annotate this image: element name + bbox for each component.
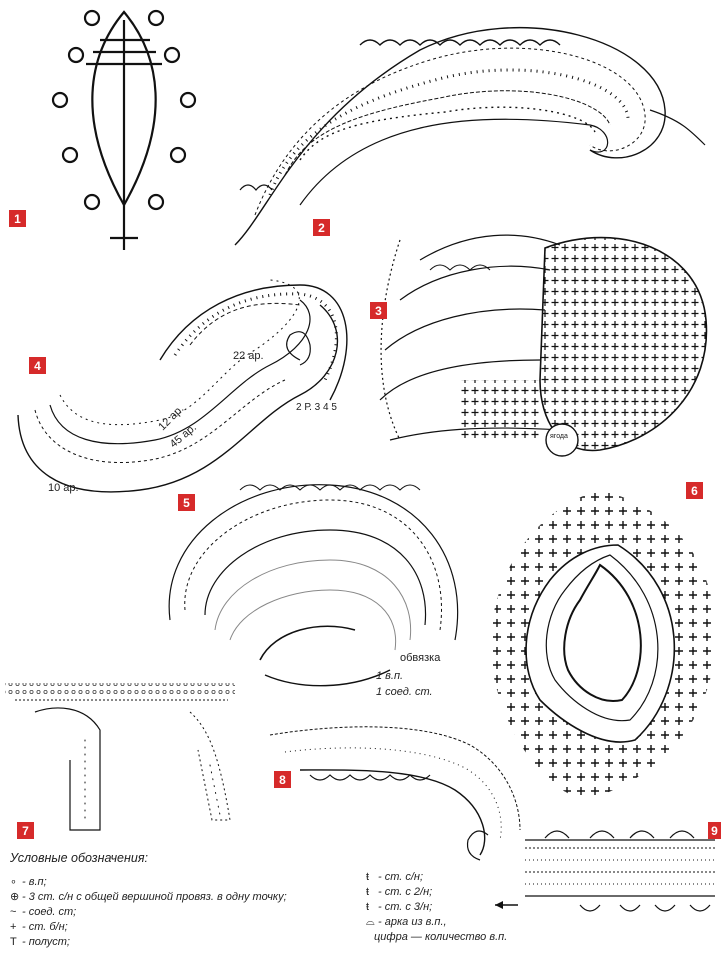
legend-symbol: ⌓ xyxy=(366,915,378,930)
legend-item: ∘- в.п; xyxy=(10,875,287,890)
legend-item: ŧ- ст. с/н; xyxy=(366,870,507,885)
legend-symbol: ŧ xyxy=(366,885,378,900)
figure-4-strip xyxy=(18,280,347,492)
legend-item: ŧ- ст. с 2/н; xyxy=(366,885,507,900)
figure-number-badge: 1 xyxy=(9,210,26,227)
legend-text: - арка из в.п., xyxy=(378,916,447,928)
figure-4-label-22: 22 ар. xyxy=(233,350,264,362)
legend-text: - полуст; xyxy=(22,936,70,948)
figure-4-label-10: 10 ар. xyxy=(48,482,79,494)
legend-text: - ст. б/н; xyxy=(22,921,68,933)
legend-text: цифра — количество в.п. xyxy=(374,931,507,943)
figure-9-block xyxy=(495,831,715,911)
figure-3-berry xyxy=(380,235,706,456)
legend-symbol: ⊕ xyxy=(10,890,22,905)
figure-8-strip xyxy=(270,727,520,860)
legend-item: ⌓- арка из в.п., xyxy=(366,915,507,930)
legend-symbol: ŧ xyxy=(366,870,378,885)
figure-number-badge: 8 xyxy=(274,771,291,788)
legend-right: ŧ- ст. с/н; ŧ- ст. с 2/н; ŧ- ст. с 3/н; … xyxy=(366,870,507,945)
figure-5-trim-line-2: 1 соед. ст. xyxy=(376,686,433,698)
legend-symbol: + xyxy=(10,920,22,935)
figure-number-badge: 3 xyxy=(370,302,387,319)
figure-number-badge: 9 xyxy=(708,822,721,839)
figure-number-badge: 2 xyxy=(313,219,330,236)
legend-item: T- полуст; xyxy=(10,935,287,950)
legend-text: - соед. ст; xyxy=(22,906,76,918)
figure-number-badge: 7 xyxy=(17,822,34,839)
figure-2-paisley xyxy=(235,28,705,245)
figure-5-trim-label: обвязка xyxy=(400,652,440,664)
legend-left: Условные обозначения: ∘- в.п; ⊕- 3 ст. с… xyxy=(10,851,287,950)
legend-item: +- ст. б/н; xyxy=(10,920,287,935)
legend-symbol: ŧ xyxy=(366,900,378,915)
legend-item: цифра — количество в.п. xyxy=(366,930,507,945)
figure-3-berry-label: ягода xyxy=(550,433,568,440)
legend-item: ⊕- 3 ст. с/н с общей вершиной провяз. в … xyxy=(10,890,287,905)
figure-number-badge: 4 xyxy=(29,357,46,374)
figure-1-leaf xyxy=(53,11,195,250)
figure-6-leaf xyxy=(490,490,715,800)
legend-symbol: ~ xyxy=(10,905,22,920)
figure-5-trim-line-1: 1 в.п. xyxy=(376,670,403,682)
legend-text: - ст. с 3/н; xyxy=(378,901,432,913)
legend-text: - в.п; xyxy=(22,876,47,888)
legend-text: - 3 ст. с/н с общей вершиной провяз. в о… xyxy=(22,891,287,903)
figure-7-chain xyxy=(5,683,235,830)
legend-item: ~- соед. ст; xyxy=(10,905,287,920)
legend-text: - ст. с/н; xyxy=(378,871,423,883)
figure-number-badge: 6 xyxy=(686,482,703,499)
figure-number-badge: 5 xyxy=(178,494,195,511)
legend-item: ŧ- ст. с 3/н; xyxy=(366,900,507,915)
legend-text: - ст. с 2/н; xyxy=(378,886,432,898)
legend-symbol: ∘ xyxy=(10,875,22,890)
legend-title: Условные обозначения: xyxy=(10,851,287,866)
figure-4-row-numbers: 2 Р. 3 4 5 xyxy=(296,402,337,413)
legend-symbol: T xyxy=(10,935,22,950)
